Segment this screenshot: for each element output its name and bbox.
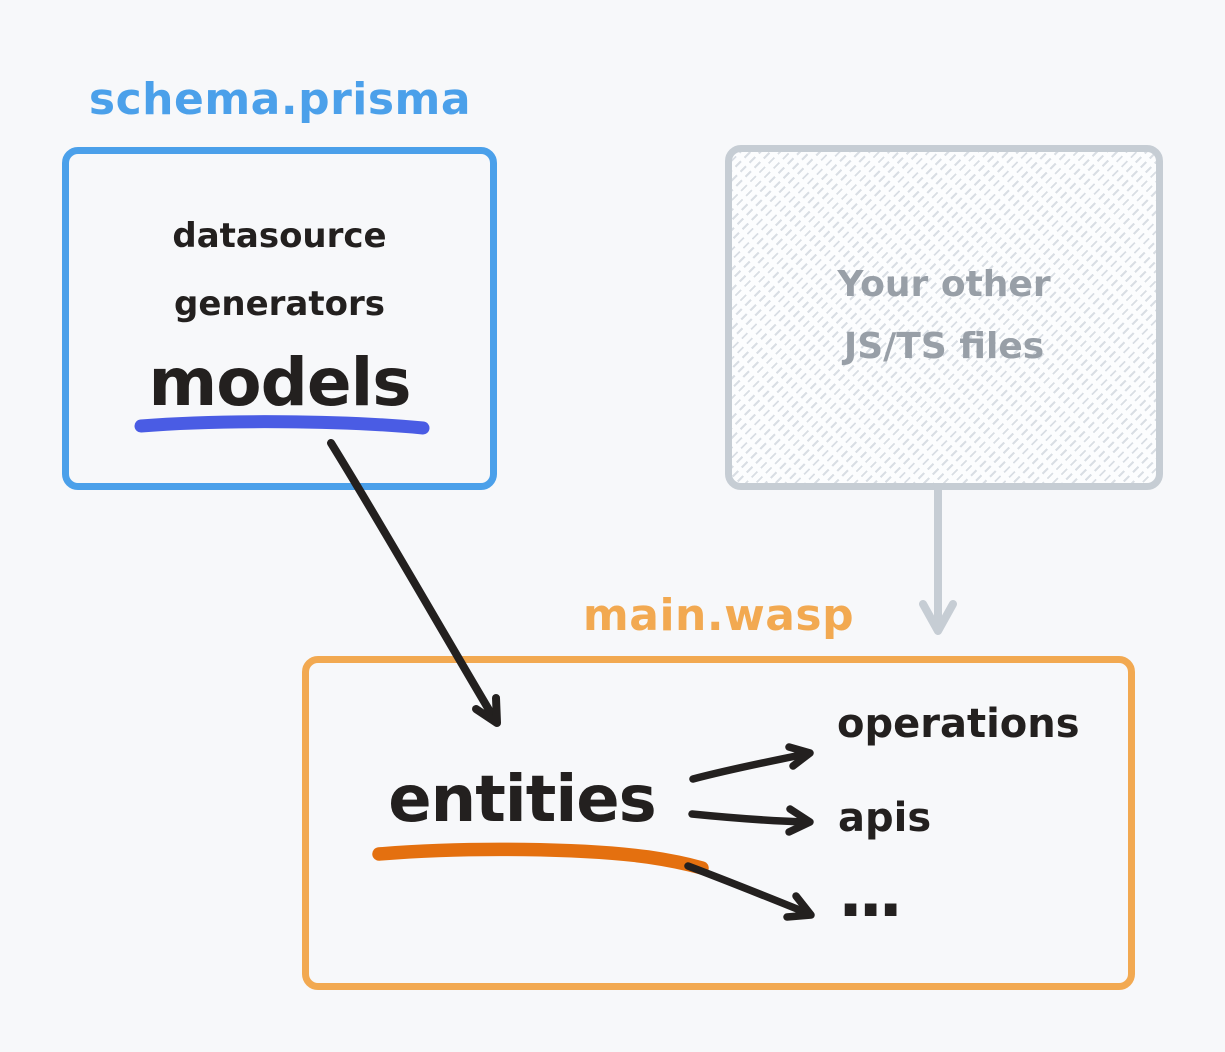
- prisma-file-title: schema.prisma: [88, 74, 472, 125]
- wasp-target-apis: apis: [838, 795, 932, 841]
- wasp-target-more: ...: [838, 855, 903, 932]
- wasp-file-title: main.wasp: [582, 590, 855, 641]
- prisma-box: datasource generators models: [62, 147, 497, 490]
- prisma-models-word: models: [148, 344, 411, 421]
- other-js-ts-files-line2: JS/TS files: [843, 326, 1045, 367]
- wasp-box: entities operations apis ...: [302, 656, 1135, 990]
- wasp-target-operations: operations: [837, 701, 1080, 747]
- other-js-ts-files-box: Your other JS/TS files: [725, 145, 1163, 490]
- prisma-item-generators: generators: [174, 284, 385, 324]
- prisma-item-datasource: datasource: [172, 216, 387, 256]
- other-js-ts-files-caption: Your other JS/TS files: [732, 254, 1156, 378]
- wasp-entities-word: entities: [388, 763, 657, 837]
- other-js-ts-files-line1: Your other: [837, 264, 1051, 305]
